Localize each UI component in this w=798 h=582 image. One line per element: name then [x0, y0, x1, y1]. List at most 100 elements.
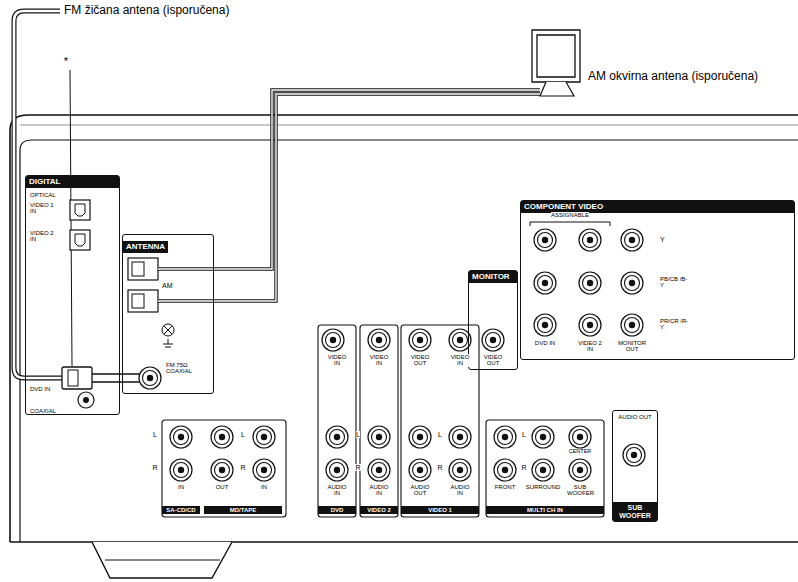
jack-pin — [178, 434, 184, 440]
jack-ring — [623, 444, 645, 466]
jack-socket — [372, 463, 387, 478]
rca-jack — [532, 459, 554, 481]
optical-socket — [75, 204, 85, 216]
rca-jack — [211, 426, 233, 448]
jack-label: VIDEO 1 IN — [30, 202, 56, 215]
jack-ring — [569, 459, 591, 481]
jack-ring — [326, 459, 348, 481]
jack-pin — [219, 434, 225, 440]
jack-socket — [453, 463, 468, 478]
jack-socket — [326, 333, 341, 348]
rca-jack — [211, 459, 233, 481]
jack-pin — [542, 237, 548, 243]
panel-section: COMPONENT VIDEO — [520, 200, 795, 360]
multi-group — [486, 420, 604, 517]
jack-label: AUDIO IN — [448, 484, 472, 497]
jack-pin — [376, 434, 382, 440]
rca-jack — [621, 229, 643, 251]
jack-ring — [532, 426, 554, 448]
rca-jack — [494, 426, 516, 448]
am-terminal-slot — [132, 262, 144, 276]
jack-pin — [629, 280, 635, 286]
rca-jack — [170, 426, 192, 448]
rca-jack — [449, 459, 471, 481]
rca-jack — [409, 459, 431, 481]
panel-section: AUDIO OUT SUB WOOFER — [612, 410, 658, 522]
jack-pin — [587, 237, 593, 243]
rca-jack — [170, 459, 192, 481]
jack-label: L — [438, 431, 442, 438]
jack-socket — [498, 463, 513, 478]
callout-label: * — [64, 56, 68, 68]
jack-pin — [376, 467, 382, 473]
ground-screw-cross — [164, 326, 172, 334]
jack-pin — [577, 434, 583, 440]
rca-jack — [569, 426, 591, 448]
callout-label: AM okvirna antena (isporučena) — [588, 70, 758, 83]
jack-pin — [457, 434, 463, 440]
rca-jack — [368, 329, 390, 351]
jack-pin — [261, 467, 267, 473]
jack-socket — [486, 333, 501, 348]
group-label: MD/TAPE — [204, 506, 282, 514]
assignable-bracket — [530, 222, 610, 226]
am-terminal — [128, 290, 158, 312]
jack-socket — [215, 430, 230, 445]
rca-jack — [621, 314, 643, 336]
jack-label: AUDIO IN — [367, 484, 391, 497]
rca-jack — [579, 314, 601, 336]
jack-pin — [330, 337, 336, 343]
jack-pin — [219, 467, 225, 473]
jack-pin — [542, 280, 548, 286]
jack-socket — [372, 430, 387, 445]
jack-socket — [625, 276, 640, 291]
jack-ring — [482, 329, 504, 351]
jack-ring — [494, 426, 516, 448]
jack-socket — [372, 333, 387, 348]
jack-ring — [253, 426, 275, 448]
jack-pin — [147, 375, 153, 381]
jack-label: SURROUND — [526, 484, 561, 490]
jack-label: VIDEO IN — [325, 354, 349, 367]
jack-ring — [326, 426, 348, 448]
jack-ring — [211, 426, 233, 448]
group-label: VIDEO 1 — [401, 506, 479, 514]
rca-jack — [623, 444, 645, 466]
jack-pin — [587, 280, 593, 286]
jack-ring — [409, 426, 431, 448]
jack-label: R — [521, 464, 526, 471]
callout-label: FM žičana antena (isporučena) — [64, 4, 229, 17]
jack-ring — [534, 229, 556, 251]
optical-socket — [75, 234, 85, 246]
jack-label: DVD IN — [30, 386, 52, 392]
jack-label: OUT — [216, 484, 229, 490]
rca-jack — [482, 329, 504, 351]
jack-socket — [627, 448, 642, 463]
jack-socket — [583, 233, 598, 248]
jack-ring — [139, 367, 161, 389]
rca-jack — [534, 272, 556, 294]
rca-jack — [621, 272, 643, 294]
jack-socket — [413, 430, 428, 445]
am-terminal — [128, 258, 158, 280]
jack-pin — [417, 467, 423, 473]
rca-jack — [534, 229, 556, 251]
jack-socket — [215, 463, 230, 478]
rca-jack — [253, 459, 275, 481]
section-heading: SUB WOOFER — [613, 502, 657, 521]
jack-label: AUDIO OUT — [613, 411, 657, 423]
jack-label: VIDEO 2 IN — [30, 230, 56, 243]
optical-frame — [70, 230, 90, 250]
jack-ring — [449, 426, 471, 448]
jack-ring — [211, 459, 233, 481]
rca-jack — [322, 329, 344, 351]
jack-label: VIDEO OUT — [481, 354, 505, 367]
jack-label: L — [522, 431, 526, 438]
jack-socket — [536, 430, 551, 445]
jack-socket — [453, 430, 468, 445]
jack-label: PB/CB /B-Y — [660, 276, 690, 289]
rca-jack — [534, 314, 556, 336]
jack-pin — [629, 322, 635, 328]
jack-pin — [490, 337, 496, 343]
jack-socket — [413, 333, 428, 348]
